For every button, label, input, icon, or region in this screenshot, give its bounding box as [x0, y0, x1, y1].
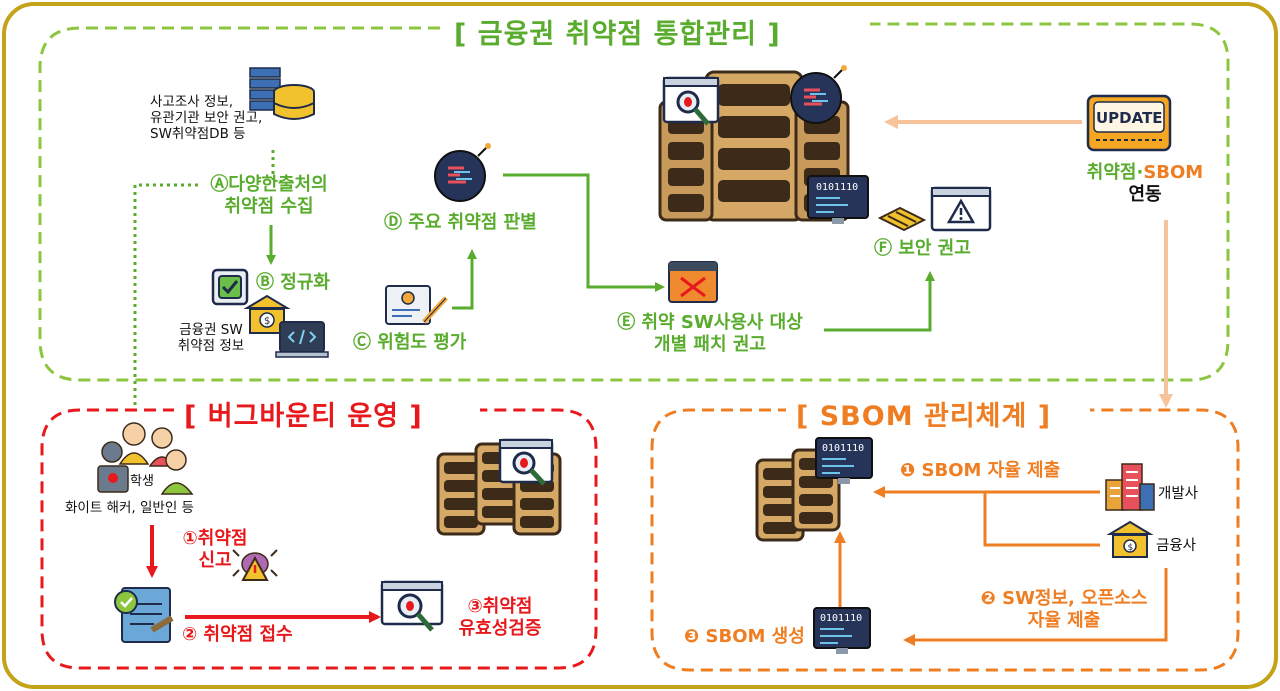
step-1-report-label: ①취약점 신고	[170, 528, 260, 572]
step-1-line: ①취약점	[182, 528, 248, 549]
financial-label: 금융사	[1156, 538, 1197, 554]
report-document-icon	[114, 587, 174, 643]
sources-note-line: SW취약점DB 등	[150, 126, 246, 142]
vuln-sbom-link-line2: 연동	[1128, 184, 1162, 205]
step-3-verify-label: ③취약점 유효성검증	[445, 596, 555, 640]
link-label-part1: 취약점·	[1086, 162, 1144, 183]
bug-scan-icon	[498, 438, 554, 486]
bug-bounty-border	[40, 408, 598, 670]
update-badge: UPDATE	[1096, 109, 1163, 127]
binary-monitor-text: 0101110	[816, 182, 858, 193]
step-d-label: Ⓓ 주요 취약점 판별	[384, 212, 537, 233]
sbom-step-2-line: 자율 제출	[1027, 610, 1101, 631]
sbom-step-2-line: ❷ SW정보, 오픈소스	[980, 588, 1148, 609]
step-1-line: 신고	[198, 550, 232, 571]
step-f-label: Ⓕ 보안 권고	[874, 238, 971, 259]
malware-bomb-icon	[790, 65, 847, 124]
svg-text:$: $	[264, 316, 270, 327]
binary-monitor-icon: 0101110	[807, 175, 869, 224]
risk-assessment-icon	[385, 285, 448, 325]
people-group-icon	[97, 422, 194, 495]
step-3-line: 유효성검증	[458, 618, 542, 639]
sbom-step-2-label: ❷ SW정보, 오픈소스 자율 제출	[964, 588, 1164, 632]
sbom-management-title: [ SBOM 관리체계 ]	[786, 394, 1062, 433]
laptop-code-icon	[275, 321, 329, 358]
people-caption: 화이트 해커, 일반인 등	[65, 500, 194, 516]
bug-warning-icon	[232, 549, 278, 581]
bug-bounty-title: [ 버그바운티 운영 ]	[174, 394, 433, 433]
binary-monitor-text: 0101110	[822, 443, 864, 454]
binary-monitor-icon: 0101110	[815, 437, 873, 484]
bugbounty-to-collect-connector	[133, 183, 198, 405]
financial-sw-info: 금융권 SW 취약점 정보	[172, 322, 250, 354]
financial-sw-info-line: 금융권 SW	[179, 322, 243, 338]
sources-note-line: 유관기관 보안 권고,	[150, 110, 263, 126]
bug-scan-icon	[662, 76, 720, 126]
vuln-management-title: [ 금융권 취약점 통합관리 ]	[444, 12, 791, 51]
vuln-management-border	[38, 22, 1230, 382]
step-e-line: Ⓔ 취약 SW사용사 대상	[617, 312, 803, 333]
sbom-step-3-label: ❸ SBOM 생성	[684, 626, 805, 647]
checklist-icon	[211, 268, 249, 306]
step-2-receive-label: ② 취약점 접수	[182, 624, 293, 645]
svg-text:$: $	[1128, 543, 1134, 553]
binary-monitor-icon: 0101110	[813, 607, 871, 654]
sources-note-line: 사고조사 정보,	[150, 94, 234, 110]
step-a-label: Ⓐ다양한출처의 취약점 수집	[194, 174, 344, 218]
malware-bomb-icon	[434, 143, 491, 202]
update-chip-icon	[1086, 94, 1172, 152]
link-label-part2: SBOM	[1143, 162, 1204, 183]
financial-sw-info-line: 취약점 정보	[177, 338, 245, 354]
sbom-border	[650, 408, 1240, 672]
vuln-sbom-link-label: 취약점·SBOM 연동	[1070, 162, 1220, 206]
step-e-label: Ⓔ 취약 SW사용사 대상 개별 패치 권고	[590, 312, 830, 356]
step-3-line: ③취약점	[467, 596, 533, 617]
vuln-sbom-link-line1: 취약점·SBOM	[1070, 162, 1220, 184]
arrow-assess-to-identify	[452, 249, 477, 310]
warning-window-icon	[930, 186, 992, 232]
patch-warning-icon	[668, 261, 718, 303]
developer-label: 개발사	[1158, 486, 1199, 502]
step-b-label: Ⓑ 정규화	[256, 272, 330, 293]
step-a-line: 취약점 수집	[224, 196, 314, 217]
database-icon	[249, 67, 315, 120]
people-label: 학생	[130, 474, 154, 489]
sbom-step-1-label: ❶ SBOM 자율 제출	[900, 460, 1061, 481]
bank-icon: $	[243, 294, 291, 334]
step-c-label: Ⓒ 위험도 평가	[353, 332, 467, 353]
building-icon	[1105, 463, 1155, 511]
bank-icon: $	[1106, 520, 1154, 558]
arrow-financial-join	[983, 492, 1100, 547]
arrow-identify-to-patch	[503, 173, 665, 292]
step-a-line: Ⓐ다양한출처의	[210, 174, 328, 195]
verify-scan-icon	[380, 580, 444, 632]
arrow-sw-info-submit	[903, 568, 1168, 646]
binary-monitor-text: 0101110	[820, 613, 862, 624]
barrier-icon	[877, 206, 927, 232]
step-e-line: 개별 패치 권고	[654, 334, 766, 355]
arrow-patch-to-advisory	[824, 271, 935, 332]
sources-note: 사고조사 정보, 유관기관 보안 권고, SW취약점DB 등	[150, 94, 262, 142]
